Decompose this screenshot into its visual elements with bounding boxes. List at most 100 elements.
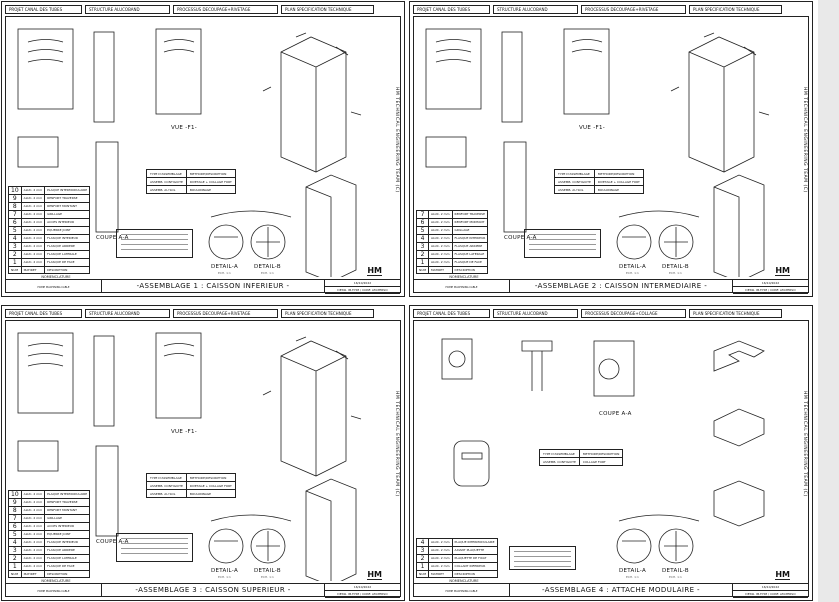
part-description: FLASQUE LATERALE	[44, 553, 91, 563]
part-description: COLLANT INFERIEUR	[451, 561, 498, 571]
part-material: ALUC. 2 mm	[20, 529, 46, 539]
part-number: 10	[8, 185, 22, 195]
part-material: ALUC. 2 mm	[428, 545, 453, 555]
part-description: FLASQUE DE FACE	[44, 257, 91, 267]
part-number: 6	[8, 217, 22, 227]
part-description: PLAQUE INTERMODULAIRE	[44, 185, 91, 195]
side-credit: HM TECHNICAL ENGINEERING TEAM (C)	[394, 391, 399, 497]
drawing-sheet-1: PROJET CANAL DES TUBES STRUCTURE ALUCOBA…	[1, 1, 405, 297]
assembly-type: ASSEMB. AU SOL	[146, 489, 187, 498]
part-number: 3	[8, 241, 22, 251]
part-number: 4	[8, 233, 22, 243]
part-number: 4	[415, 233, 430, 243]
part-description: PLAQUETTE DE FIXAT	[451, 553, 498, 563]
assembly-type-header: TYPE D'ASSEMBLAGE	[146, 169, 187, 178]
detail-a-label: DETAIL-A	[211, 264, 239, 270]
assembly-type: ASSEMB. AU SOL	[554, 185, 595, 194]
num-header: NUM	[415, 569, 430, 578]
company-logo: HM	[367, 570, 382, 580]
assembly-method: BOULONNAGE	[185, 185, 236, 194]
part-description: PLAQUE INTERMODULAIRE	[451, 537, 498, 547]
header-fields: PROJET CANAL DES TUBES STRUCTURE ALUCOBA…	[413, 309, 809, 318]
detail-a-scale: ECH. 1:1	[626, 271, 639, 275]
header-fields: PROJET CANAL DES TUBES STRUCTURE ALUCOBA…	[5, 5, 401, 14]
assembly-method: RIVETAGE + COLLAGE FORT	[185, 177, 236, 186]
description-header: DESCRIPTION	[451, 569, 498, 578]
technical-drawing	[441, 338, 765, 564]
date: 16/10/2022	[733, 280, 808, 287]
part-number: 2	[415, 553, 430, 563]
part-material: ALUC. 2 mm	[428, 225, 453, 235]
notes-box	[116, 229, 193, 258]
part-number: 4	[8, 537, 22, 547]
part-description: RENFORT TRAVERSE	[44, 497, 91, 507]
part-material: ALUC. 2 mm	[428, 241, 453, 251]
part-material: ALUC. 2 mm	[428, 249, 453, 259]
assembly-method: BOULONNAGE	[185, 489, 236, 498]
part-material: ALUC. 2 mm	[20, 233, 46, 243]
part-description: RENFORT MONTANT	[44, 505, 91, 515]
title-block: HOME MACHINING CABLE -ASSEMBLAGE 3 : CAI…	[6, 583, 400, 598]
assembly-type: ASSEMB. CONTIGUITE	[554, 177, 595, 186]
part-description: RENFORT TRAVERSE	[451, 209, 489, 219]
detail-arc	[618, 210, 700, 218]
part-description: RENFORT TRAVERSE	[44, 193, 91, 203]
detail-b-scale: ECH. 1:1	[669, 575, 682, 579]
window-edge	[818, 0, 839, 602]
drawing-sheet-3: PROJET CANAL DES TUBES STRUCTURE ALUCOBA…	[1, 305, 405, 601]
section-label: COUPE A-A	[96, 539, 129, 545]
project-field: PROJET CANAL DES TUBES	[5, 309, 82, 318]
isometric-views	[713, 340, 765, 527]
company-logo: HM	[775, 266, 790, 276]
assembly-method-header: METHODE/DESCRIPTION	[578, 449, 624, 458]
plan-field: PLAN SPECIFICATION TECHNIQUE	[689, 5, 782, 14]
part-description: FLASQUE ARRIERE	[451, 241, 489, 251]
drawing-frame: HM TECHNICAL ENGINEERING TEAM (C) VUE -F…	[413, 16, 809, 294]
part-description: FLASQUE INTERIEUR	[451, 233, 489, 243]
process-field: PROCESSUS DECOUPAGE+COLLAGE	[581, 309, 686, 318]
nomenclature-title: NOMENCLATURE	[449, 579, 479, 583]
part-material: ALUC. 2 mm	[20, 505, 46, 515]
part-description: GRILLAGE	[44, 513, 91, 523]
structure-field: STRUCTURE ALUCOBAND	[493, 5, 578, 14]
part-number: 7	[8, 513, 22, 523]
detail-a-circle	[208, 528, 244, 564]
part-description: PLAQUE INTERMODULAIRE	[44, 489, 91, 499]
part-number: 8	[8, 505, 22, 515]
part-description: FLASQUE DE FACE	[451, 257, 489, 267]
assembly-method-header: METHODE/DESCRIPTION	[185, 473, 236, 482]
part-material: ALUC. 2 mm	[428, 209, 453, 219]
part-material: ALUC. 2 mm	[20, 561, 46, 571]
drawing-info: 16/10/2022 DESSI. IB.F.HM / CONF. AM.PER…	[325, 280, 400, 294]
detail-b-label: DETAIL-B	[254, 568, 281, 574]
signature: DESSI. IB.F.HM / CONF. AM.PERSO	[733, 287, 808, 294]
part-description: EQUERRE JOINT	[44, 225, 91, 235]
part-number: 10	[8, 489, 22, 499]
orthographic-views	[425, 28, 610, 233]
part-number: 1	[415, 257, 430, 267]
part-material: ALUC. 2 mm	[20, 553, 46, 563]
part-description: RENFORT MONTANT	[451, 217, 489, 227]
drawing-frame: HM TECHNICAL ENGINEERING TEAM (C) COUPE …	[413, 320, 809, 598]
signature: DESSI. IB.F.HM / CONF. AM.PERSO	[733, 591, 808, 598]
part-number: 3	[415, 545, 430, 555]
part-number: 9	[8, 193, 22, 203]
part-number: 2	[8, 553, 22, 563]
part-description: GRILLAGE	[451, 225, 489, 235]
description-header: DESCRIPTION	[44, 265, 91, 274]
